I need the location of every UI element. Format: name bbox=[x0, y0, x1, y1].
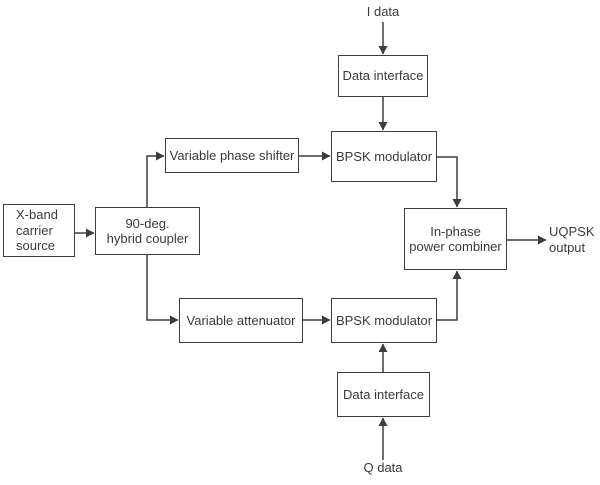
node-in-phase-power-combiner: In-phase power combiner bbox=[404, 208, 507, 270]
node-variable-attenuator: Variable attenuator bbox=[179, 298, 303, 343]
node-x-band-carrier-source: X-band carrier source bbox=[3, 204, 75, 257]
q-data-label: Q data bbox=[363, 460, 403, 475]
arrow-coupler-to-attenuator bbox=[146, 255, 179, 325]
node-data-interface-top: Data interface bbox=[338, 55, 428, 97]
uqpsk-output-label: UQPSK output bbox=[549, 224, 595, 255]
node-data-interface-bottom: Data interface bbox=[337, 372, 430, 417]
node-hybrid-coupler: 90-deg. hybrid coupler bbox=[95, 207, 200, 255]
arrow-bpsk-top-to-combiner bbox=[437, 156, 462, 208]
arrow-bpsk-bottom-to-combiner bbox=[437, 270, 462, 321]
i-data-label: I data bbox=[366, 4, 400, 19]
arrow-coupler-to-phase-shifter bbox=[146, 151, 165, 207]
node-bpsk-modulator-bottom: BPSK modulator bbox=[331, 298, 437, 343]
node-bpsk-modulator-top: BPSK modulator bbox=[331, 131, 437, 182]
node-variable-phase-shifter: Variable phase shifter bbox=[165, 138, 299, 173]
